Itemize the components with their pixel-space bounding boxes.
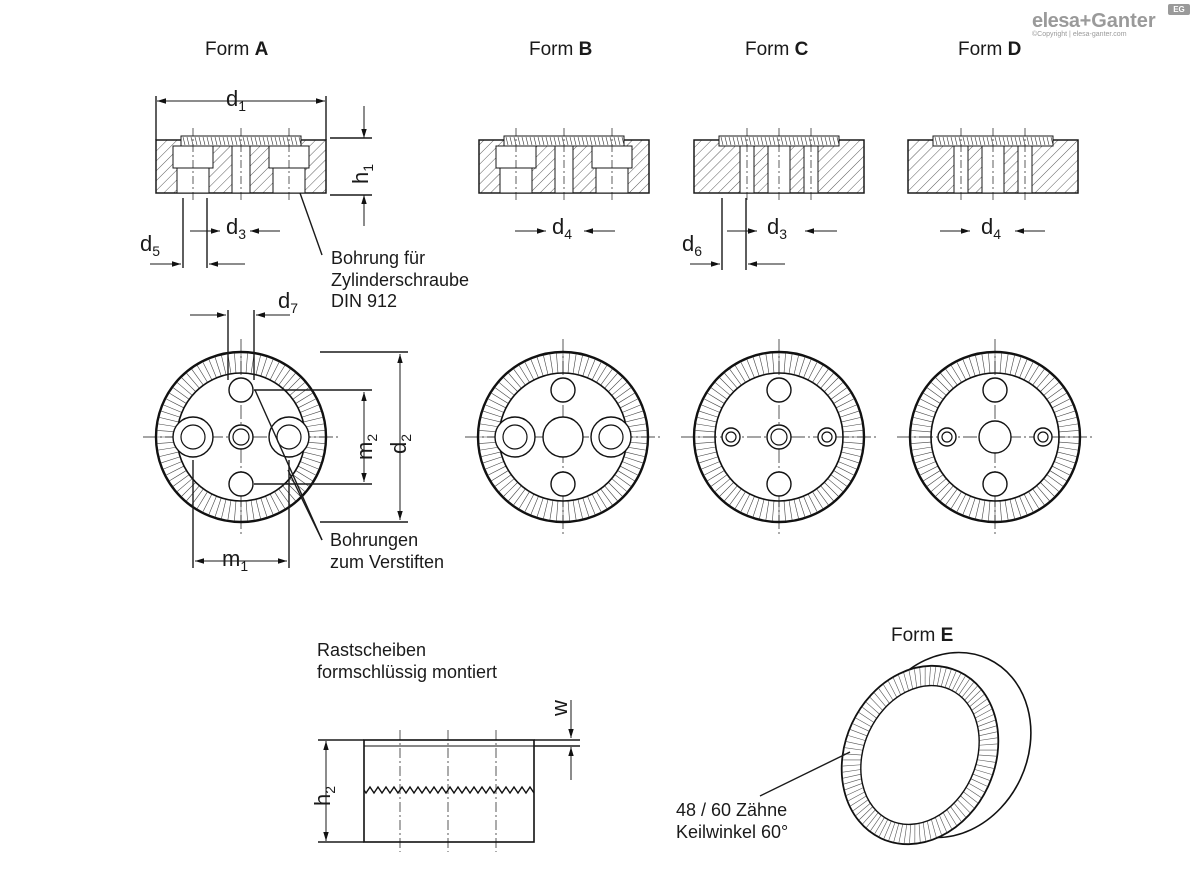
assembled-view <box>363 730 535 852</box>
plan-form-c <box>681 339 877 535</box>
logo-copyright: ©Copyright | elesa-ganter.com <box>1032 31 1127 38</box>
note-zaehne: 48 / 60 Zähne Keilwinkel 60° <box>676 800 788 843</box>
dim-w: w <box>547 700 572 716</box>
plan-form-b <box>465 339 661 535</box>
logo-brand: elesa <box>1032 10 1080 32</box>
plan-form-d <box>897 339 1093 535</box>
section-form-d-bore-2 <box>1017 145 1033 194</box>
elesa-ganter-logo: elesa+Ganter ©Copyright | elesa-ganter.c… <box>1032 4 1190 38</box>
dim-d4-form-b: d4 <box>552 214 573 242</box>
form-e-ring <box>840 651 1032 846</box>
note-bohrung-line1: Bohrung für <box>331 248 426 268</box>
plan-form-b-hole-3 <box>550 377 576 403</box>
ring-inner <box>860 684 980 826</box>
plan-form-b-hole-0 <box>494 416 536 458</box>
plan-form-a-hole-2 <box>268 416 310 458</box>
logo-badge: EG <box>1168 4 1190 15</box>
section-form-d-bore-1 <box>981 145 1005 194</box>
form-c-title: Form C <box>745 39 809 60</box>
plan-form-d-hole-1 <box>978 420 1012 454</box>
section-form-c <box>693 128 865 203</box>
plan-form-a-hole-4 <box>228 471 254 497</box>
dim-d6: d6 <box>682 231 703 259</box>
dim-h2: h2 <box>310 785 338 806</box>
dim-d4-form-d: d4 <box>981 214 1002 242</box>
leader-zaehne <box>759 751 851 797</box>
plan-form-a-hole-inner-0 <box>180 424 206 450</box>
note-zaehne-line2: Keilwinkel 60° <box>676 821 789 842</box>
leader-pin-2 <box>287 469 323 541</box>
section-form-c-bore-0 <box>739 145 755 194</box>
plan-form-c-hole-4 <box>766 471 792 497</box>
note-bohrung-line3: DIN 912 <box>331 291 398 312</box>
note-zaehne-line1: 48 / 60 Zähne <box>676 800 788 820</box>
assembled-body <box>363 739 535 843</box>
section-form-d <box>907 128 1079 203</box>
dim-d3-form-c: d3 <box>767 214 788 242</box>
plan-form-a-hole-0 <box>172 416 214 458</box>
logo-plus: + <box>1079 10 1092 32</box>
dim-m2: m2 <box>352 433 380 460</box>
plan-form-d-hole-inner-0 <box>941 431 953 443</box>
leader-pin-1 <box>254 389 323 541</box>
dim-h1: h1 <box>348 163 376 184</box>
note-bohrungen: Bohrungen zum Verstiften <box>330 530 444 573</box>
note-bohrungen-line1: Bohrungen <box>330 530 419 550</box>
plan-form-c-hole-0 <box>721 427 741 447</box>
plan-form-b-hole-2 <box>590 416 632 458</box>
plan-form-b-hole-inner-2 <box>598 424 624 450</box>
plan-form-d-hole-inner-2 <box>1037 431 1049 443</box>
leader-bohrung <box>299 192 323 256</box>
form-e-title: Form E <box>891 625 954 646</box>
dim-d1: d1 <box>226 86 247 114</box>
form-b-title: Form B <box>529 39 593 60</box>
section-form-a <box>155 128 327 203</box>
plan-form-a-hole-3 <box>228 377 254 403</box>
section-form-a-bore-1 <box>231 145 251 194</box>
plan-form-c-hole-inner-0 <box>725 431 737 443</box>
form-d-title: Form D <box>958 39 1022 60</box>
note-rastscheiben: Rastscheiben formschlüssig montiert <box>317 640 497 683</box>
form-a-title: Form A <box>205 39 269 60</box>
plan-form-b-hole-inner-0 <box>502 424 528 450</box>
section-form-c-bore-2 <box>803 145 819 194</box>
section-form-d-bore-0 <box>953 145 969 194</box>
dim-d2: d2 <box>386 433 414 454</box>
plan-form-d-hole-2 <box>1033 427 1053 447</box>
logo-brand2: Ganter <box>1091 10 1156 32</box>
section-form-b <box>478 128 650 203</box>
note-bohrungen-line2: zum Verstiften <box>330 551 445 572</box>
note-rastscheiben-line1: Rastscheiben <box>317 640 427 660</box>
plan-form-a <box>143 339 339 535</box>
plan-form-d-hole-4 <box>982 471 1008 497</box>
plan-form-c-hole-3 <box>766 377 792 403</box>
plan-form-d-hole-3 <box>982 377 1008 403</box>
note-bohrung: Bohrung für Zylinderschraube DIN 912 <box>331 248 469 313</box>
plan-form-c-hole-inner-1 <box>770 428 788 446</box>
plan-form-a-hole-inner-1 <box>232 428 250 446</box>
plan-form-b-hole-1 <box>542 416 584 458</box>
plan-form-c-hole-inner-2 <box>821 431 833 443</box>
section-form-c-bore-1 <box>767 145 791 194</box>
plan-form-d-hole-0 <box>937 427 957 447</box>
note-bohrung-line2: Zylinderschraube <box>331 269 470 290</box>
dim-d3-form-a: d3 <box>226 214 247 242</box>
dim-m1: m1 <box>222 546 249 574</box>
plan-form-b-hole-4 <box>550 471 576 497</box>
dim-d5: d5 <box>140 231 161 259</box>
dim-d7: d7 <box>278 288 299 316</box>
section-form-b-bore-1 <box>554 145 574 194</box>
plan-form-c-hole-2 <box>817 427 837 447</box>
plan-form-a-hole-inner-2 <box>276 424 302 450</box>
note-rastscheiben-line2: formschlüssig montiert <box>317 661 498 682</box>
